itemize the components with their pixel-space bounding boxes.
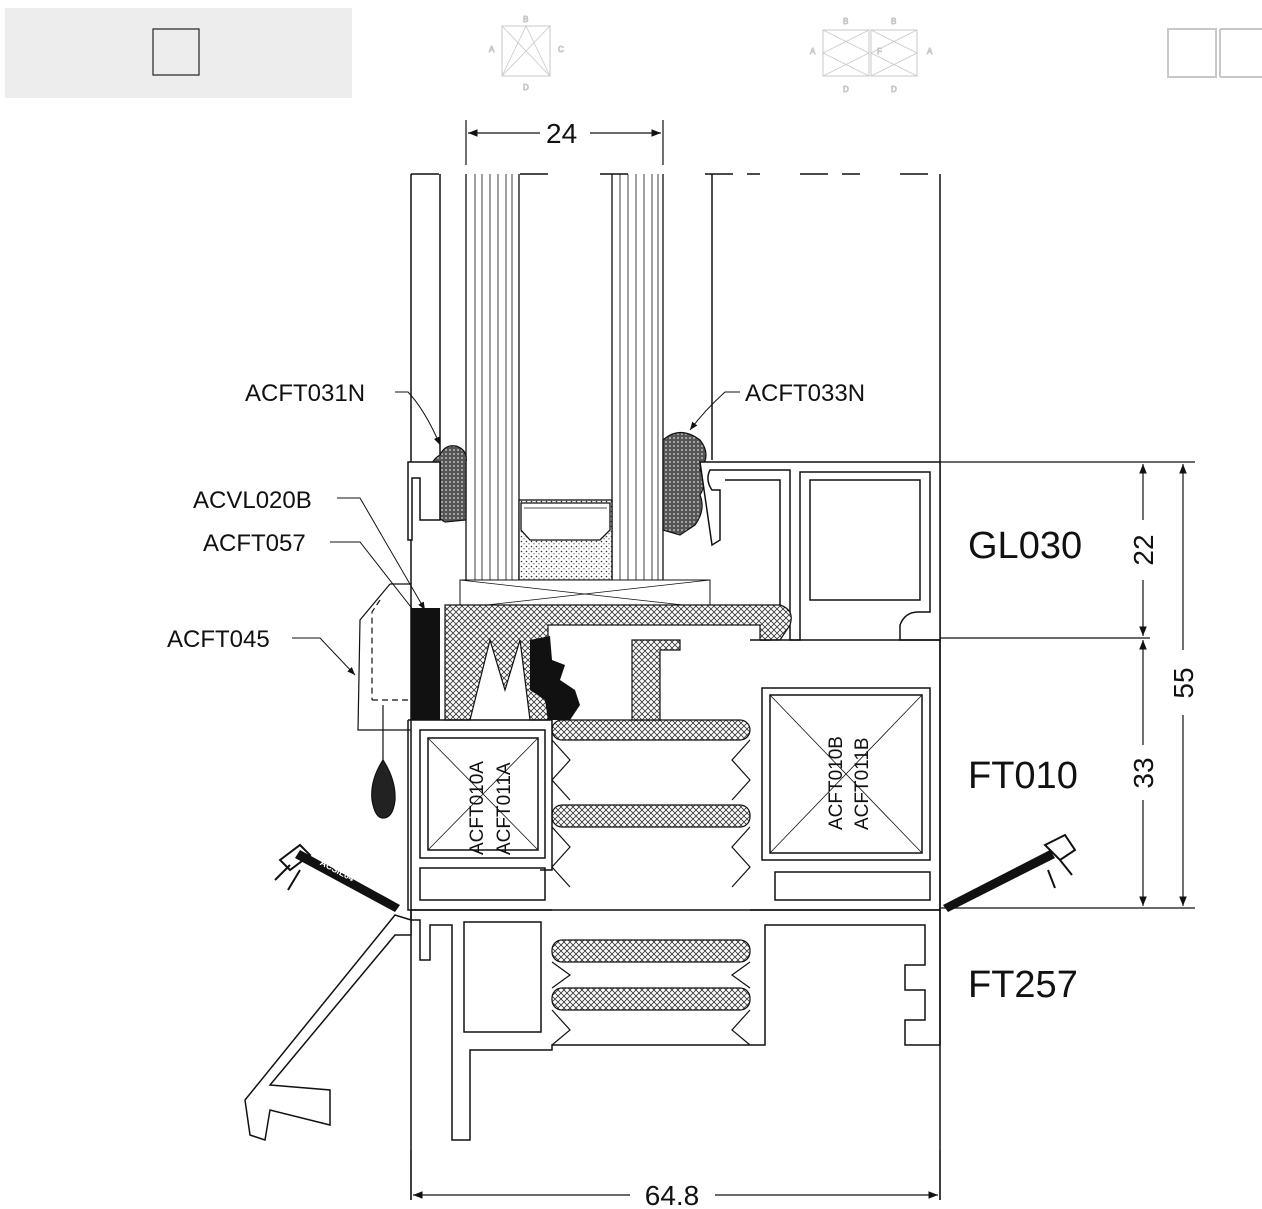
thumbnail-double-sash[interactable]: B B A F A D D xyxy=(810,17,934,95)
dim-glass-width: 24 xyxy=(546,118,577,149)
callout-acft045: ACFT045 xyxy=(167,626,270,653)
svg-text:D: D xyxy=(843,85,849,94)
profile-ft010 xyxy=(407,639,941,911)
code-acft010b: ACFT010B xyxy=(826,736,847,830)
callout-acft033n: ACFT033N xyxy=(745,380,865,407)
svg-text:D: D xyxy=(523,83,529,92)
svg-text:B: B xyxy=(891,17,896,26)
gasket-acft033n xyxy=(662,431,707,536)
dim-total-height: 55 xyxy=(1168,667,1199,698)
callout-acvl020b: ACVL020B xyxy=(193,487,312,514)
dim-bead-height: 22 xyxy=(1128,534,1159,565)
thumbnail-bar: B A C D B B A F A D D xyxy=(5,8,1262,98)
code-acft011b: ACFT011B xyxy=(852,737,873,830)
callout-acft031n: ACFT031N xyxy=(245,380,365,407)
gasket-black xyxy=(411,608,580,720)
profile-ft257 xyxy=(244,909,941,1141)
leader-lines xyxy=(292,391,740,676)
caulk-gun-left-icon: ACSIL04 xyxy=(274,843,400,912)
dim-total-width: 64.8 xyxy=(645,1180,700,1209)
thermal-breaks xyxy=(551,719,751,1011)
profile-label-ft257: FT257 xyxy=(968,964,1078,1006)
caulk-gun-right-icon: ACSIL04 xyxy=(943,833,1077,912)
thumbnail-fixed-selected[interactable] xyxy=(5,8,352,98)
profile-label-ft010: FT010 xyxy=(968,755,1078,797)
code-acft011a: ACFT011A xyxy=(494,762,515,855)
profile-label-gl030: GL030 xyxy=(968,525,1082,567)
svg-text:C: C xyxy=(558,45,564,54)
svg-text:A: A xyxy=(489,45,495,54)
svg-text:D: D xyxy=(891,85,897,94)
drip-cap-acft045 xyxy=(357,583,411,819)
dim-frame-height: 33 xyxy=(1128,757,1159,788)
gasket-central xyxy=(444,604,792,721)
svg-text:F: F xyxy=(877,47,882,56)
svg-text:A: A xyxy=(810,47,816,56)
svg-text:B: B xyxy=(523,15,528,24)
glass-unit xyxy=(465,174,664,591)
svg-text:B: B xyxy=(843,17,848,26)
thumbnail-single-sash[interactable]: B A C D xyxy=(489,15,565,93)
dimension-lines xyxy=(410,120,1195,1200)
setting-block xyxy=(459,579,711,609)
callout-acft057: ACFT057 xyxy=(203,530,306,557)
thumbnail-sliding[interactable] xyxy=(1167,28,1262,78)
code-acft010a: ACFT010A xyxy=(467,761,488,855)
svg-text:A: A xyxy=(927,47,933,56)
